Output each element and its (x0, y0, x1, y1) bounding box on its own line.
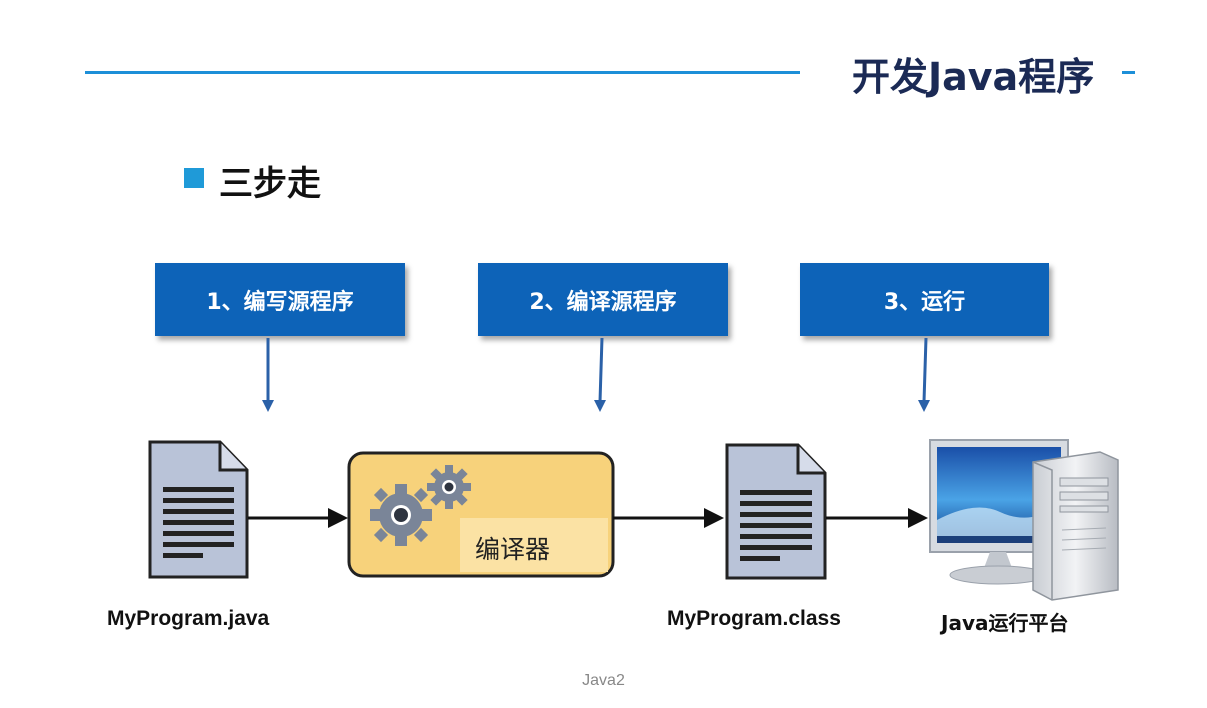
platform-label: Java运行平台 (941, 611, 1069, 635)
down-arrow-2 (594, 337, 606, 412)
source-file-label: MyProgram.java (107, 607, 270, 630)
compiler-label: 编译器 (475, 535, 551, 564)
class-document-icon (725, 443, 827, 580)
source-document-icon (148, 440, 249, 579)
class-file-label: MyProgram.class (667, 607, 841, 630)
footer-text: Java2 (582, 672, 625, 689)
small-gear-icon (427, 465, 471, 509)
compiler-box (347, 451, 615, 578)
step-box-write: 1、编写源程序 (155, 263, 405, 336)
title-rule (85, 71, 800, 74)
title-dash (1122, 71, 1135, 74)
down-arrow-3 (918, 337, 930, 412)
section-heading: 三步走 (219, 164, 321, 204)
flow-arrow-1 (248, 508, 348, 528)
page-title: 开发Java程序 (852, 55, 1095, 99)
computer-icon (929, 439, 1119, 601)
flow-arrow-3 (826, 508, 928, 528)
gear-icon (370, 484, 432, 546)
step-box-compile: 2、编译源程序 (478, 263, 728, 336)
down-arrow-1 (262, 338, 274, 412)
bullet-square-icon (184, 168, 204, 188)
flow-arrow-2 (613, 508, 724, 528)
step-box-run: 3、运行 (800, 263, 1049, 336)
